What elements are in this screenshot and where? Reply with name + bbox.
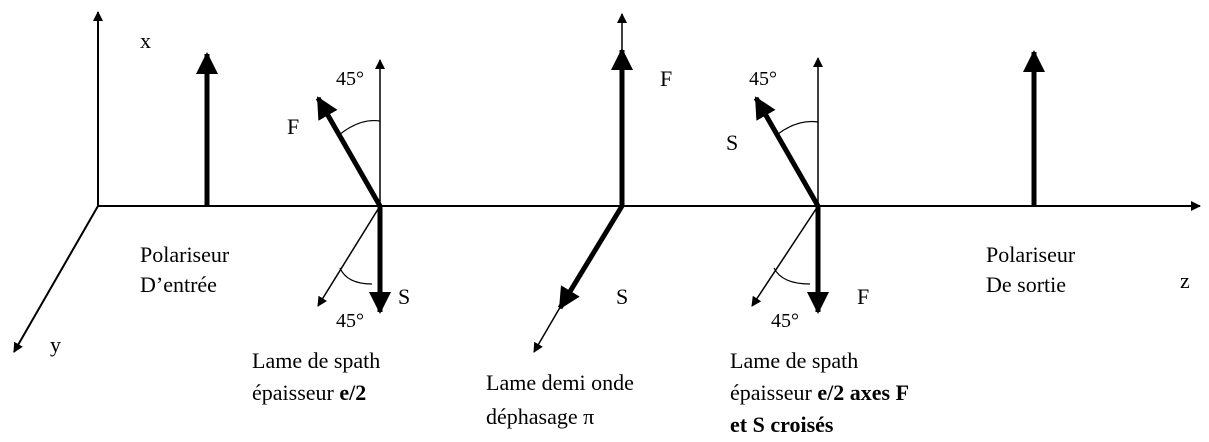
halfwave-diagonal-axis <box>533 303 563 353</box>
input-polarizer-label-line2: D’entrée <box>140 272 217 297</box>
y-axis-label: y <box>50 332 61 357</box>
output-polarizer-label-line1: Polariseur <box>986 242 1076 267</box>
plate1-fast-label: F <box>287 114 300 139</box>
x-axis-label: x <box>140 28 151 53</box>
plate2-label-line3: et S croisés <box>730 412 834 437</box>
plate1-top-angle-arc <box>338 119 381 136</box>
plate2-top-angle-label: 45° <box>749 68 777 90</box>
halfwave-label-line2: déphasage π <box>486 404 595 429</box>
plate1-bottom-angle-arc <box>339 267 373 285</box>
plate1-fast-axis-arrow <box>315 96 383 208</box>
plate2-label-line1: Lame de spath <box>730 348 859 373</box>
plate1-top-angle-label: 45° <box>336 68 364 90</box>
plate2-bottom-angle-label: 45° <box>771 310 799 332</box>
plate1-label-line1: Lame de spath <box>252 348 381 373</box>
plate2-fast-label: F <box>857 284 870 309</box>
plate1-bottom-angle-label: 45° <box>336 310 364 332</box>
y-axis <box>13 205 99 353</box>
halfwave-fast-label: F <box>660 66 673 91</box>
halfwave-slow-axis-arrow <box>557 204 625 310</box>
plate1-slow-label: S <box>398 284 411 309</box>
halfwave-label-line1: Lame demi onde <box>486 370 634 395</box>
plate2-label-line2: épaisseur e/2 axes F <box>730 380 910 405</box>
z-axis-label: z <box>1180 268 1190 293</box>
plate2-bottom-angle-arc <box>773 267 811 285</box>
plate1-label-line2: épaisseur e/2 <box>252 380 367 405</box>
plate2-slow-axis-arrow <box>753 96 821 208</box>
plate2-top-angle-arc <box>777 120 819 135</box>
plate1-diagonal-axis <box>317 205 381 307</box>
input-polarizer-label-line1: Polariseur <box>140 242 230 267</box>
plate2-diagonal-axis <box>751 205 819 307</box>
output-polarizer-label-line2: De sortie <box>986 272 1067 297</box>
plate2-slow-label: S <box>726 130 739 155</box>
halfwave-slow-label: S <box>616 284 629 309</box>
